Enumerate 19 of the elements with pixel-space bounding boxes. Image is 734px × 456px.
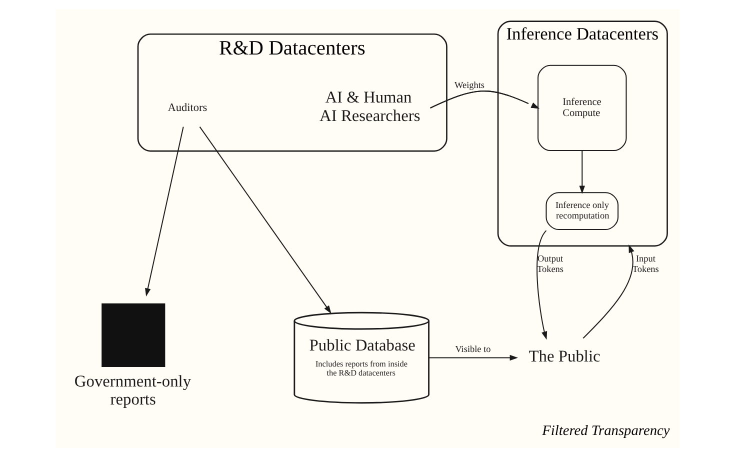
edge-label: Visible to (454, 343, 490, 354)
edge-label: Input Tokens (632, 253, 658, 274)
arrow (536, 230, 547, 340)
arrow (578, 150, 584, 194)
node-box: Inference only recomputation (545, 192, 618, 230)
arrow (582, 244, 634, 338)
node-text: Auditors (167, 101, 207, 114)
caption: Filtered Transparency (542, 422, 670, 438)
edge-label: Weights (454, 80, 484, 90)
arrow (428, 354, 518, 360)
arrow (144, 126, 184, 296)
arrow (430, 90, 539, 108)
node-box: Inference Compute (537, 64, 626, 151)
node-box (101, 302, 165, 366)
node-text: The Public (528, 346, 600, 366)
arrow (198, 126, 331, 314)
edge-label: Output Tokens (536, 253, 563, 274)
node-text: AI & Human AI Researchers (319, 87, 420, 125)
node-label: Government-only reports (74, 370, 191, 408)
